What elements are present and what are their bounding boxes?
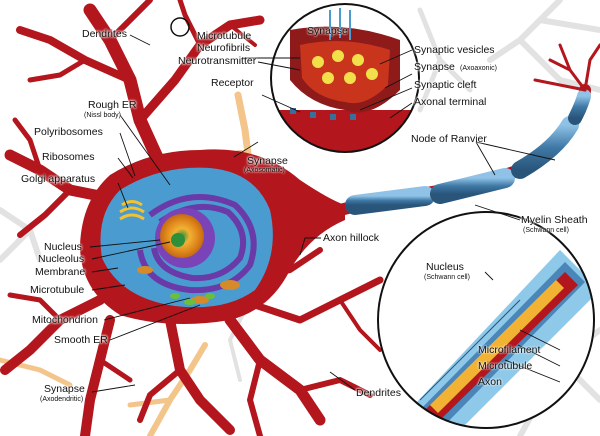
label-node-of-ranvier: Node of Ranvier: [411, 133, 487, 145]
label-nucleus: Nucleus: [44, 241, 82, 253]
label-rough-er: Rough ER: [88, 99, 137, 111]
synapse-inset: [270, 3, 420, 153]
axon: [334, 84, 591, 216]
label-myelin-sheath: Myelin Sheath: [521, 214, 588, 226]
label-axon-hillock: Axon hillock: [323, 232, 380, 244]
label-receptor: Receptor: [211, 77, 254, 89]
label-neurofibrils: Neurofibrils: [197, 42, 251, 54]
label-synapse-axodendritic-sub: (Axodendritic): [40, 396, 84, 403]
rough-er: [137, 194, 257, 294]
label-nucleus-schwann-sub: (Schwann cell): [424, 274, 470, 281]
label-mitochondrion: Mitochondrion: [32, 314, 98, 326]
label-microfilament: Microfilament: [478, 344, 541, 356]
label-polyribosomes: Polyribosomes: [34, 126, 103, 138]
label-dendrites-top: Dendrites: [82, 28, 127, 40]
label-golgi-apparatus: Golgi apparatus: [21, 173, 96, 185]
label-synapse-title: Synapse: [307, 25, 348, 37]
leader-lines: [89, 34, 561, 393]
label-synapse-axoaxonic-sub: (Axoaxonic): [460, 65, 497, 72]
label-microtubule-top: Microtubule: [197, 30, 252, 42]
nucleolus-shape: [171, 233, 185, 247]
label-synapse-axosomatic: Synapse: [247, 155, 288, 167]
myelin-inset: [377, 211, 595, 429]
label-axonal-terminal: Axonal terminal: [414, 96, 487, 108]
label-membrane: Membrane: [35, 266, 86, 278]
label-smooth-er: Smooth ER: [54, 334, 108, 346]
label-microtubule-inset: Microtubule: [478, 360, 533, 372]
label-synaptic-vesicles: Synaptic vesicles: [414, 44, 495, 56]
label-neurotransmitter: Neurotransmitter: [178, 55, 257, 67]
label-microtubule-left: Microtubule: [30, 284, 85, 296]
label-nucleolus: Nucleolus: [38, 253, 85, 265]
label-synaptic-cleft: Synaptic cleft: [414, 79, 477, 91]
golgi: [119, 200, 145, 221]
label-synapse-axodendritic: Synapse: [44, 383, 85, 395]
label-axon: Axon: [478, 376, 502, 388]
label-rough-er-sub: (Nissl body): [84, 112, 121, 119]
label-synapse-axosomatic-sub: (Axosomatic): [244, 167, 285, 174]
label-myelin-sheath-sub: (Schwann cell): [523, 227, 569, 234]
label-ribosomes: Ribosomes: [42, 151, 95, 163]
label-dendrites-bottom: Dendrites: [356, 387, 401, 399]
axon-terminal-branches: [533, 43, 600, 92]
synapse-indicator-circle: [170, 17, 190, 37]
label-nucleus-schwann: Nucleus: [426, 261, 464, 273]
smooth-er: [170, 293, 215, 305]
label-synapse-axoaxonic: Synapse: [414, 61, 455, 73]
